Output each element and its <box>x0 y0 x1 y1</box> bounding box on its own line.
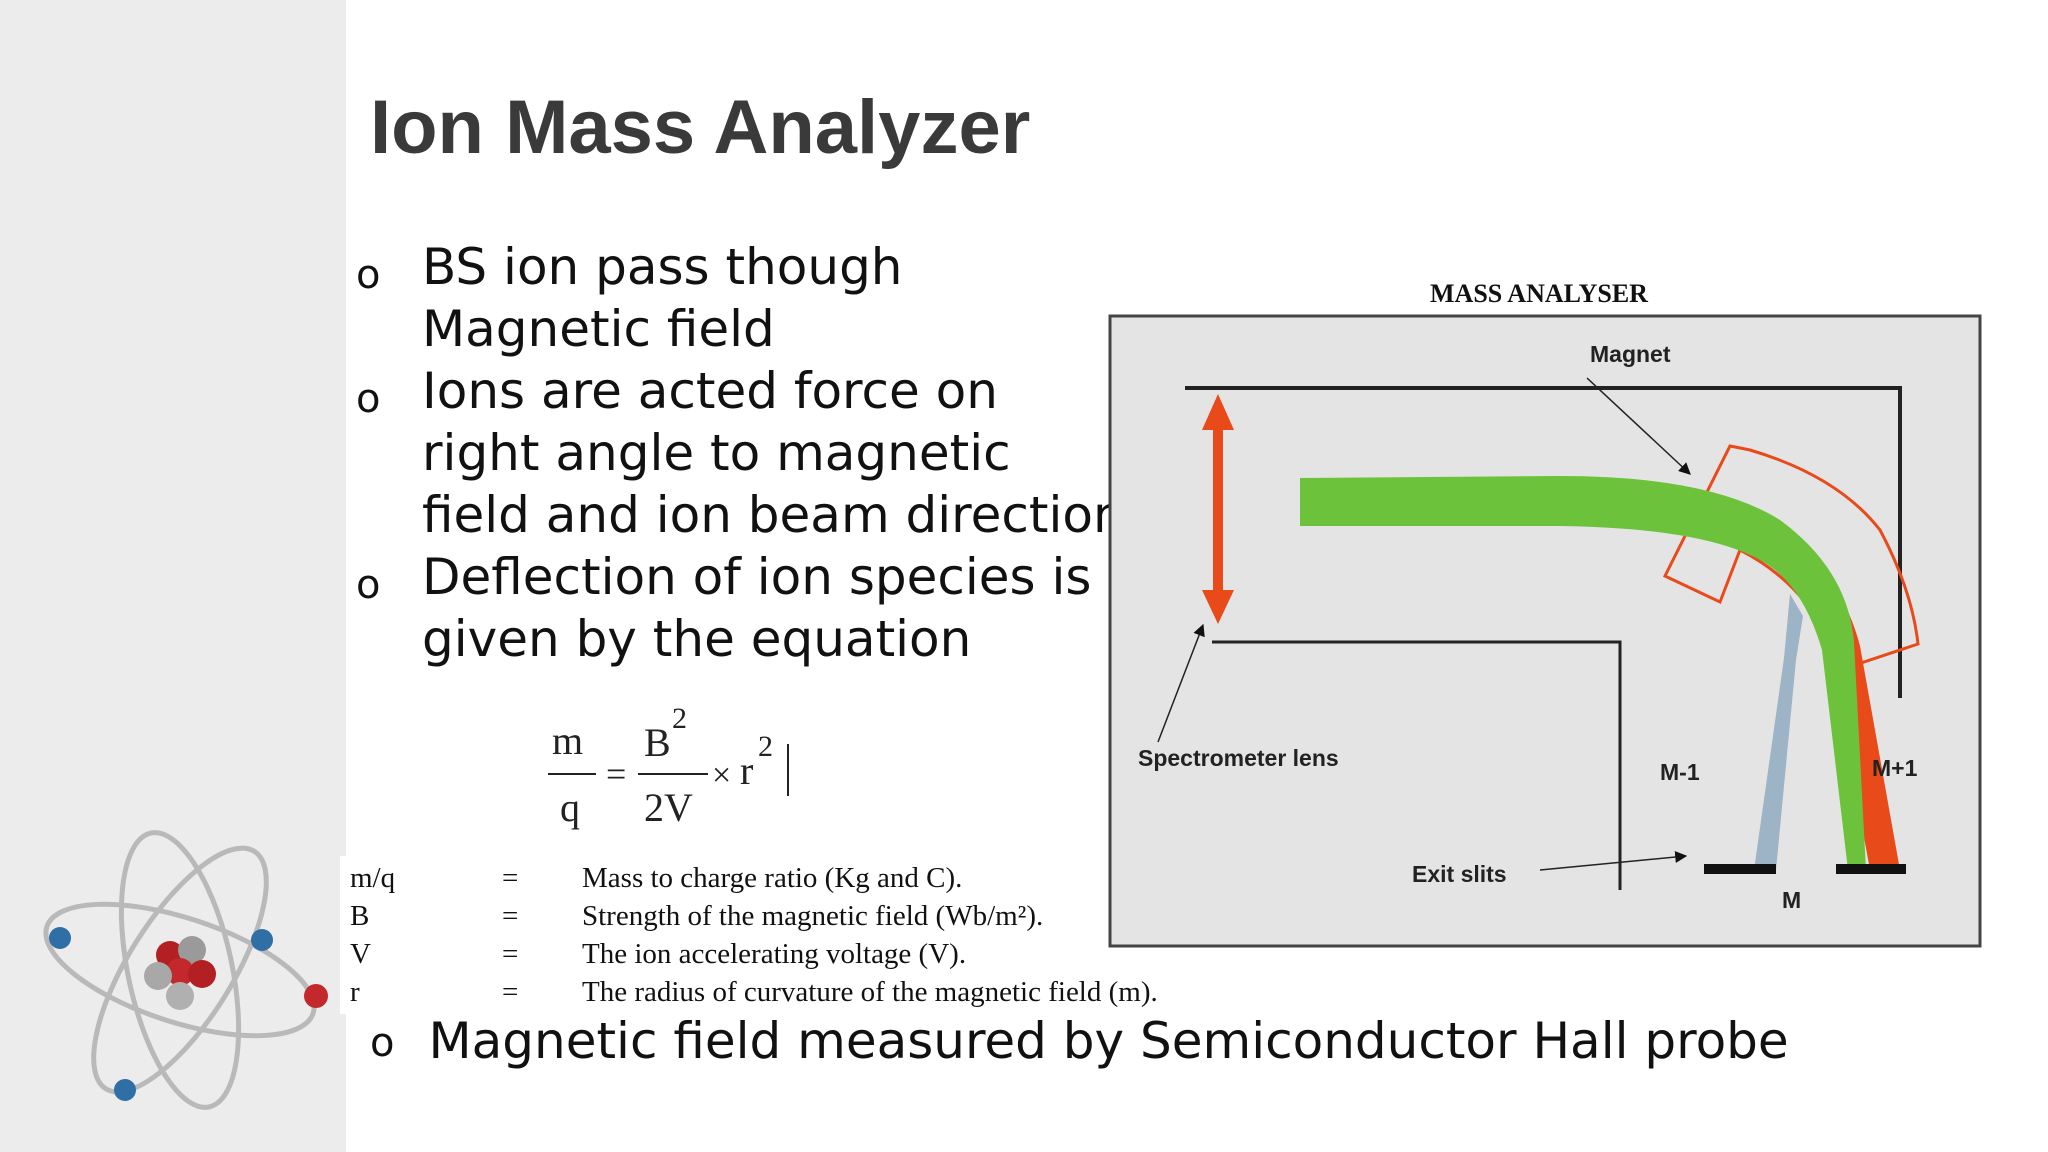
chamber-wall-outer <box>1185 386 1902 698</box>
equation-r: r <box>740 748 753 793</box>
atom-electron <box>251 929 273 951</box>
legend-equals: = <box>502 938 519 970</box>
atom-electron <box>49 927 71 949</box>
variable-legend: m/q = Mass to charge ratio (Kg and C). B… <box>340 856 1240 1014</box>
legend-symbol: V <box>350 938 371 970</box>
beam-light <box>1754 594 1803 870</box>
legend-equals: = <box>502 976 519 1008</box>
bottom-bullet: o Magnetic field measured by Semiconducto… <box>370 1012 1789 1070</box>
beam-main <box>1300 476 1866 870</box>
equation-times: × <box>712 757 731 794</box>
bullet-marker: o <box>356 562 381 608</box>
equation-rhs-exponent: 2 <box>672 702 687 735</box>
lens-arrow-head-down <box>1202 590 1234 624</box>
exit-slits-leader <box>1539 851 1688 871</box>
exit-slit-right <box>1836 864 1906 874</box>
bullet-text: BS ion pass though Magnetic field <box>422 238 903 358</box>
label-m-minus-1: M-1 <box>1660 759 1700 785</box>
label-magnet: Magnet <box>1590 341 1671 367</box>
bullet-text: Ions are acted force on right angle to m… <box>422 362 1125 544</box>
equation-equals: = <box>606 754 626 794</box>
atom-orbit <box>91 845 269 1095</box>
slide-title: Ion Mass Analyzer <box>370 85 1031 170</box>
atom-electron <box>114 1079 136 1101</box>
bullet-marker: o <box>356 252 381 298</box>
legend-equals: = <box>502 862 519 894</box>
bullet-marker: o <box>370 1020 395 1066</box>
label-exit-slits: Exit slits <box>1412 861 1507 887</box>
deflection-equation: m q = B 2 2V × r 2 <box>540 696 810 836</box>
legend-symbol: m/q <box>350 862 396 894</box>
diagram-title: MASS ANALYSER <box>1430 279 1648 308</box>
mass-analyser-diagram: MASS ANALYSER Magnet Spectrometer lens E… <box>1108 279 1982 948</box>
magnet-outline <box>1662 444 1920 672</box>
bullet-item: o BS ion pass though Magnetic field <box>356 236 1126 360</box>
equation-lhs-numerator: m <box>552 718 583 763</box>
atom-electron <box>304 984 328 1008</box>
bullet-text: Deflection of ion species is given by th… <box>422 548 1092 668</box>
bullet-item: o Ions are acted force on right angle to… <box>356 360 1126 546</box>
equation-rhs-numerator: B <box>644 720 671 765</box>
magnet-leader <box>1586 377 1691 475</box>
legend-description: The ion accelerating voltage (V). <box>582 938 967 970</box>
lens-arrow-head-up <box>1202 394 1234 430</box>
atom-orbit <box>43 901 317 1039</box>
bullet-list: o BS ion pass though Magnetic field o Io… <box>356 236 1126 670</box>
label-m-plus-1: M+1 <box>1872 755 1918 781</box>
legend-symbol: r <box>350 976 360 1008</box>
atom-nucleus <box>144 936 216 1010</box>
bullet-marker: o <box>356 376 381 422</box>
legend-equals: = <box>502 900 519 932</box>
bullet-item: o Deflection of ion species is given by … <box>356 546 1126 670</box>
equation-lhs-denominator: q <box>560 785 580 830</box>
atom-icon <box>43 830 328 1110</box>
label-spectrometer-lens: Spectrometer lens <box>1138 745 1339 771</box>
legend-description: Mass to charge ratio (Kg and C). <box>582 862 963 894</box>
atom-orbit <box>118 830 242 1110</box>
label-m: M <box>1782 887 1801 913</box>
chamber-wall-inner <box>1212 640 1622 890</box>
lens-leader <box>1157 623 1205 743</box>
equation-rhs-denominator: 2V <box>644 785 693 830</box>
legend-symbol: B <box>350 900 370 932</box>
legend-description: The radius of curvature of the magnetic … <box>582 976 1158 1008</box>
equation-r-exponent: 2 <box>758 730 773 763</box>
bottom-bullet-text: Magnetic field measured by Semiconductor… <box>428 1012 1789 1070</box>
legend-description: Strength of the magnetic field (Wb/m²). <box>582 900 1044 932</box>
exit-slit-left <box>1704 864 1776 874</box>
